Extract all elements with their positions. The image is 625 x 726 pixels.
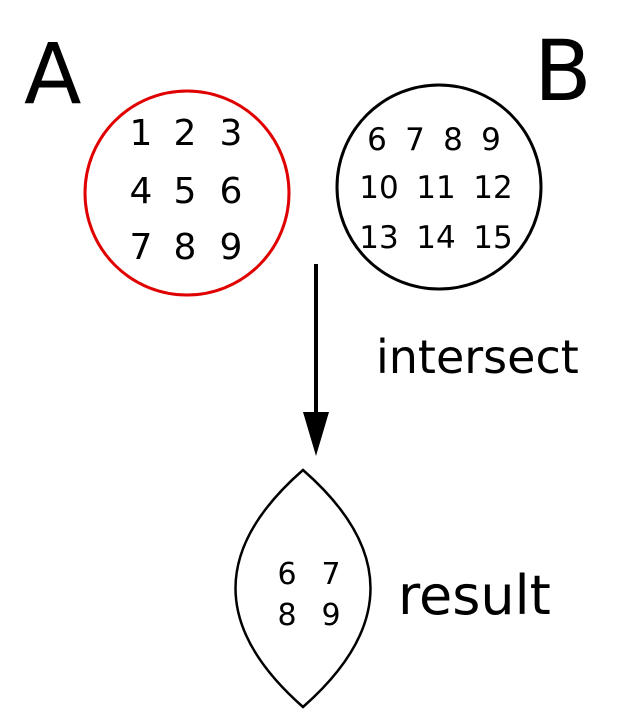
set-a-element: 1 — [130, 113, 153, 154]
set-b-circle — [335, 83, 543, 291]
set-b-element: 6 — [367, 122, 387, 158]
result-element: 7 — [321, 557, 340, 592]
result-label: result — [398, 564, 551, 627]
set-a-element: 3 — [220, 113, 243, 154]
set-b-element: 11 — [416, 170, 455, 206]
set-a-element: 7 — [130, 227, 153, 268]
set-b-label: B — [534, 22, 592, 120]
set-a-element: 8 — [174, 227, 197, 268]
set-b-element: 8 — [443, 122, 463, 158]
set-a-element: 9 — [220, 227, 243, 268]
arrow-head-icon — [303, 412, 329, 456]
set-a-label: A — [24, 25, 81, 123]
set-a-circle — [83, 89, 291, 297]
result-element: 6 — [277, 557, 296, 592]
set-b-element: 7 — [405, 122, 425, 158]
result-element: 9 — [321, 598, 340, 633]
set-b-element: 14 — [416, 220, 455, 256]
set-b-element: 10 — [359, 170, 398, 206]
result-lens — [234, 468, 372, 709]
operation-label: intersect — [376, 330, 579, 384]
set-a-element: 5 — [174, 171, 197, 212]
set-a-element: 4 — [130, 171, 153, 212]
set-b-element: 9 — [481, 122, 501, 158]
result-element: 8 — [277, 598, 296, 633]
set-b-element: 15 — [473, 220, 512, 256]
set-a-element: 6 — [220, 171, 243, 212]
set-b-element: 12 — [473, 170, 512, 206]
set-b-element: 13 — [359, 220, 398, 256]
intersect-arrow — [303, 264, 329, 456]
set-a-element: 2 — [174, 113, 197, 154]
